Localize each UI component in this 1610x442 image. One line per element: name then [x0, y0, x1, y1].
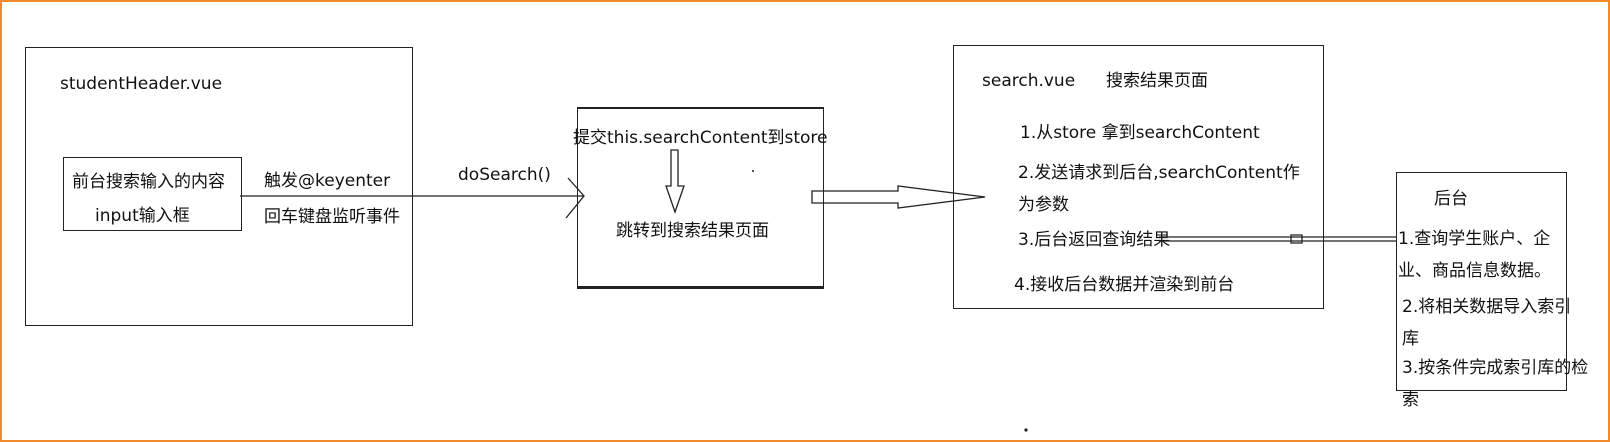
trigger-label-2: 回车键盘监听事件	[264, 207, 400, 227]
search-step-1: 1.从store 拿到searchContent	[1020, 123, 1260, 143]
stray-dot	[752, 170, 754, 172]
jump-label: 跳转到搜索结果页面	[616, 221, 769, 241]
search-input-text-2: input输入框	[95, 206, 190, 226]
input-to-dosearch-arrowhead	[565, 177, 585, 219]
backend-line-6: 索	[1402, 390, 1419, 410]
search-input-text-1: 前台搜索输入的内容	[72, 172, 225, 192]
dosearch-to-search-arrow	[811, 185, 986, 209]
search-step-2b: 为参数	[1018, 195, 1069, 215]
search-vue-box	[953, 45, 1324, 309]
search-step-4: 4.接收后台数据并渲染到前台	[1014, 275, 1235, 295]
search-step-2a: 2.发送请求到后台,searchContent作	[1018, 163, 1300, 183]
stray-dot-bottom	[1024, 428, 1028, 432]
backend-line-5: 3.按条件完成索引库的检	[1402, 358, 1589, 378]
backend-line-2: 业、商品信息数据。	[1398, 261, 1551, 281]
commit-down-arrow	[665, 149, 685, 214]
search-vue-subtitle: 搜索结果页面	[1106, 71, 1208, 91]
dosearch-box	[577, 107, 824, 289]
trigger-label-1: 触发@keyenter	[264, 171, 391, 191]
backend-line-3: 2.将相关数据导入索引	[1402, 297, 1572, 317]
result-link-slider	[1290, 234, 1303, 244]
student-header-title: studentHeader.vue	[60, 74, 223, 94]
backend-line-4: 库	[1402, 329, 1419, 349]
search-input-box	[63, 157, 242, 231]
search-step-3: 3.后台返回查询结果	[1018, 230, 1171, 250]
search-vue-title: search.vue	[982, 71, 1076, 91]
call-label: doSearch()	[458, 165, 551, 185]
backend-box	[1396, 172, 1567, 391]
backend-title: 后台	[1434, 189, 1468, 209]
commit-label: 提交this.searchContent到store	[573, 128, 828, 148]
backend-line-1: 1.查询学生账户、企	[1398, 229, 1551, 249]
